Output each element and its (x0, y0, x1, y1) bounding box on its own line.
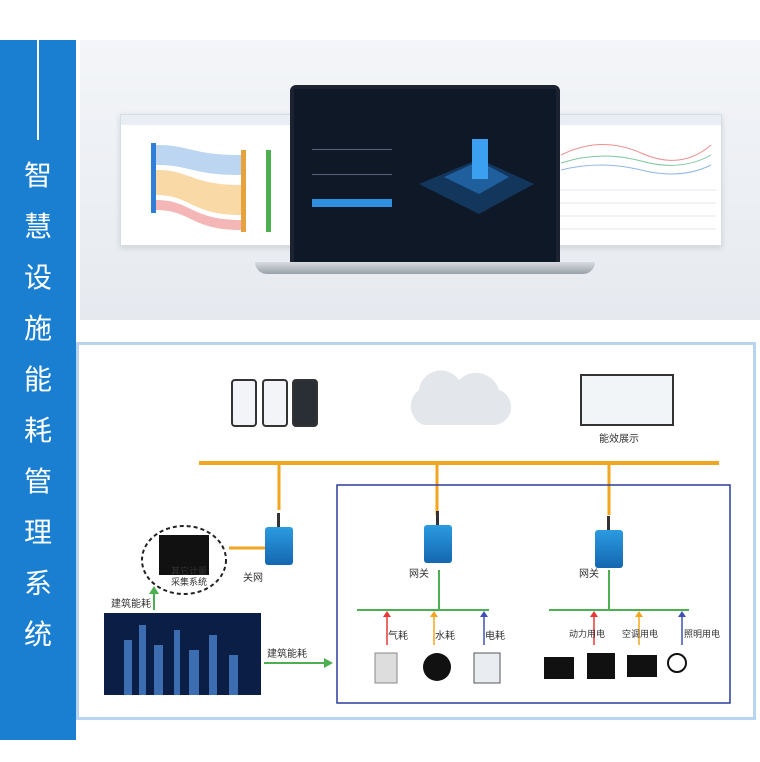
sidebar-title-char: 管 (23, 465, 52, 498)
meter-label-gas: 气耗 (388, 631, 408, 642)
water-meter-icon (423, 653, 451, 681)
laptop-base (255, 262, 595, 274)
title-sidebar: 智慧设施能耗管理系统 (0, 40, 76, 740)
sidebar-divider (37, 40, 39, 140)
power-equipment-icon (544, 657, 574, 679)
sidebar-title-char: 设 (23, 261, 52, 294)
line-chart-graphic (551, 115, 721, 230)
gateway-mid-label: 网关 (409, 569, 429, 580)
gateway-right-label: 网关 (579, 569, 599, 580)
gateway-middle (424, 525, 452, 563)
phone-icon (231, 379, 257, 427)
sidebar-title-char: 统 (23, 618, 52, 651)
electric-meter-icon (473, 652, 501, 684)
system-diagram: 能效展示 关网 网关 网关 其它计量 采集系统 建筑能耗 建筑能耗 气耗 水耗 … (76, 342, 756, 720)
sidebar-title-char: 系 (23, 567, 52, 600)
gateway-antenna (277, 513, 280, 527)
generator-icon (159, 535, 209, 575)
meter-label-water: 水耗 (435, 631, 455, 642)
meter-label-electric: 电耗 (485, 631, 505, 642)
sidebar-title-char: 施 (23, 312, 52, 345)
building-energy-label-top: 建筑能耗 (111, 599, 151, 610)
sidebar-title-char: 能 (23, 363, 52, 396)
sidebar-title: 智慧设施能耗管理系统 (0, 150, 76, 660)
diagram-connectors (104, 370, 731, 704)
monitor-icon (580, 374, 674, 426)
gas-meter-icon (374, 652, 398, 684)
sidebar-title-char: 智 (23, 159, 52, 192)
phone-icon (262, 379, 288, 427)
sidebar-title-char: 耗 (23, 414, 52, 447)
air-conditioner-icon (627, 655, 657, 677)
other-systems-ellipse (141, 525, 227, 595)
motor-icon (587, 653, 615, 679)
sankey-chart-graphic (121, 115, 301, 232)
left-dashboard-screen (120, 114, 302, 246)
gateway-antenna (436, 511, 439, 525)
sidebar-title-char: 理 (23, 516, 52, 549)
login-screen-graphic (312, 139, 534, 214)
laptop-login-screen (290, 85, 560, 271)
building-energy-label-right: 建筑能耗 (267, 649, 307, 660)
field-network-frame (336, 484, 731, 704)
gateway-right (595, 530, 623, 568)
light-bulb-icon (667, 653, 687, 673)
meter-label-ac: 空调用电 (622, 630, 659, 640)
screen-label: 能效展示 (599, 434, 639, 445)
phone-icon (292, 379, 318, 427)
gateway-left-label: 关网 (243, 573, 263, 584)
gateway-left (265, 527, 293, 565)
hero-image (80, 40, 760, 320)
gateway-antenna (607, 516, 610, 530)
other-systems-label: 其它计量 采集系统 (171, 567, 208, 588)
cloud-icon (410, 370, 512, 425)
sidebar-title-char: 慧 (23, 210, 52, 243)
right-dashboard-screen (550, 114, 722, 246)
meter-label-lighting: 照明用电 (684, 630, 721, 640)
meter-label-power: 动力用电 (569, 630, 606, 640)
